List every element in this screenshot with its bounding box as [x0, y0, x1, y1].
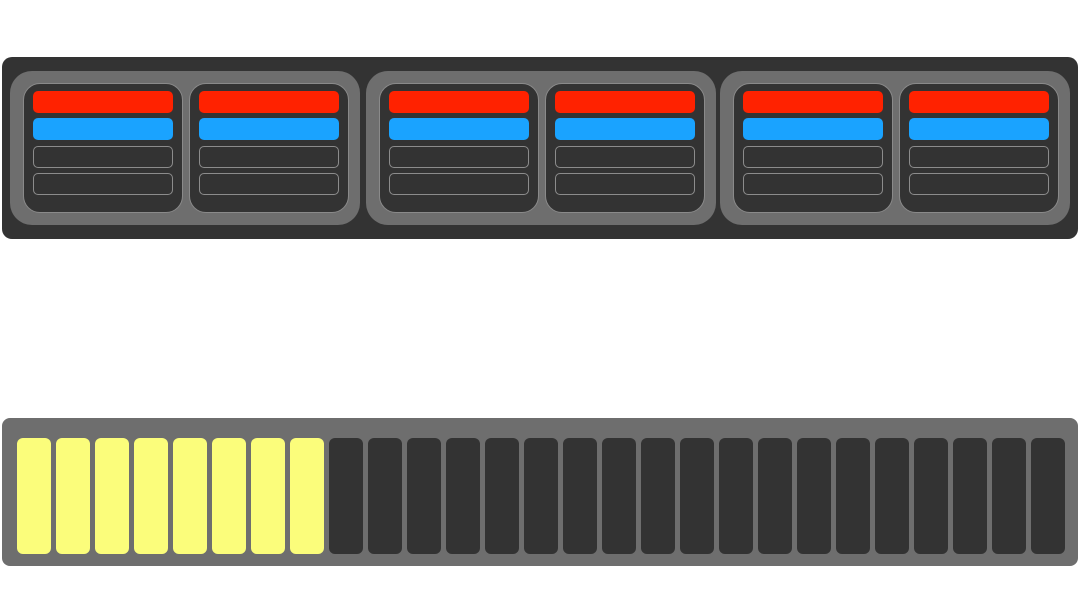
channel-strip-3-1	[733, 83, 893, 213]
meter-segment-unlit	[602, 438, 636, 554]
channel-strip-1-1	[23, 83, 183, 213]
meter-segment-unlit	[329, 438, 363, 554]
meter-segment-lit	[251, 438, 285, 554]
third-toggle-button[interactable]	[555, 146, 695, 168]
fourth-toggle-button[interactable]	[199, 173, 339, 195]
blue-toggle-button[interactable]	[555, 118, 695, 140]
meter-segment-unlit	[914, 438, 948, 554]
meter-segment-unlit	[641, 438, 675, 554]
meter-segment-lit	[95, 438, 129, 554]
meter-segment-unlit	[836, 438, 870, 554]
red-toggle-button[interactable]	[909, 91, 1049, 113]
meter-segment-unlit	[992, 438, 1026, 554]
meter-segment-lit	[56, 438, 90, 554]
red-toggle-button[interactable]	[743, 91, 883, 113]
fourth-toggle-button[interactable]	[555, 173, 695, 195]
red-toggle-button[interactable]	[33, 91, 173, 113]
meter-segment-unlit	[758, 438, 792, 554]
red-toggle-button[interactable]	[199, 91, 339, 113]
button-group-1	[10, 71, 360, 225]
meter-segment-unlit	[446, 438, 480, 554]
meter-segment-lit	[173, 438, 207, 554]
blue-toggle-button[interactable]	[743, 118, 883, 140]
third-toggle-button[interactable]	[199, 146, 339, 168]
meter-segment-unlit	[1031, 438, 1065, 554]
meter-segment-lit	[134, 438, 168, 554]
fourth-toggle-button[interactable]	[33, 173, 173, 195]
meter-segment-lit	[290, 438, 324, 554]
third-toggle-button[interactable]	[909, 146, 1049, 168]
meter-segment-unlit	[953, 438, 987, 554]
blue-toggle-button[interactable]	[909, 118, 1049, 140]
meter-segment-unlit	[719, 438, 753, 554]
meter-segment-unlit	[368, 438, 402, 554]
meter-segment-lit	[17, 438, 51, 554]
blue-toggle-button[interactable]	[199, 118, 339, 140]
channel-strip-2-1	[379, 83, 539, 213]
channel-strip-3-2	[899, 83, 1059, 213]
meter-segment-unlit	[563, 438, 597, 554]
red-toggle-button[interactable]	[555, 91, 695, 113]
button-group-2	[366, 71, 716, 225]
meter-segment-unlit	[485, 438, 519, 554]
level-meter-panel	[2, 418, 1078, 566]
fourth-toggle-button[interactable]	[909, 173, 1049, 195]
third-toggle-button[interactable]	[33, 146, 173, 168]
meter-segment-unlit	[680, 438, 714, 554]
blue-toggle-button[interactable]	[33, 118, 173, 140]
meter-segment-unlit	[875, 438, 909, 554]
red-toggle-button[interactable]	[389, 91, 529, 113]
channel-strip-1-2	[189, 83, 349, 213]
button-matrix-panel	[2, 57, 1078, 239]
fourth-toggle-button[interactable]	[389, 173, 529, 195]
fourth-toggle-button[interactable]	[743, 173, 883, 195]
channel-strip-2-2	[545, 83, 705, 213]
third-toggle-button[interactable]	[743, 146, 883, 168]
meter-segment-unlit	[524, 438, 558, 554]
third-toggle-button[interactable]	[389, 146, 529, 168]
button-group-3	[720, 71, 1070, 225]
meter-segment-lit	[212, 438, 246, 554]
blue-toggle-button[interactable]	[389, 118, 529, 140]
meter-segment-unlit	[797, 438, 831, 554]
meter-segment-unlit	[407, 438, 441, 554]
